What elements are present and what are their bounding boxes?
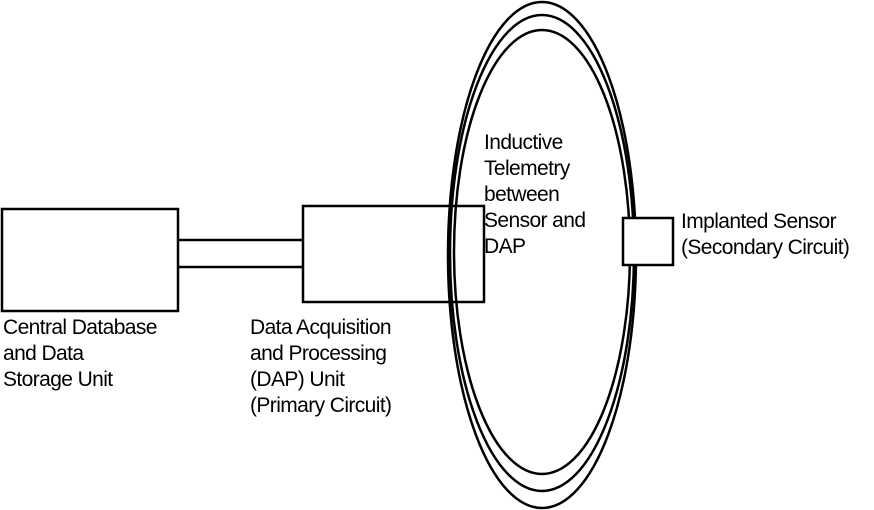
dap-unit-label-line-1: Data Acquisition xyxy=(250,315,391,341)
dap-unit-label-line-2: and Processing xyxy=(250,341,391,367)
central-database-label: Central Database and Data Storage Unit xyxy=(3,315,157,393)
central-database-label-line-3: Storage Unit xyxy=(3,367,157,393)
central-database-box xyxy=(2,209,178,311)
implanted-sensor-label: Implanted Sensor (Secondary Circuit) xyxy=(681,209,849,261)
telemetry-label: Inductive Telemetry between Sensor and D… xyxy=(484,130,585,260)
telemetry-label-line-5: DAP xyxy=(484,234,585,260)
implanted-sensor-box xyxy=(623,218,673,265)
telemetry-label-line-2: Telemetry xyxy=(484,156,585,182)
telemetry-label-line-3: between xyxy=(484,182,585,208)
central-database-label-line-2: and Data xyxy=(3,341,157,367)
telemetry-label-line-4: Sensor and xyxy=(484,208,585,234)
implanted-sensor-label-line-1: Implanted Sensor xyxy=(681,209,849,235)
dap-unit-label-line-4: (Primary Circuit) xyxy=(250,393,391,419)
dap-unit-label-line-3: (DAP) Unit xyxy=(250,367,391,393)
dap-unit-box xyxy=(303,206,484,302)
dap-unit-label: Data Acquisition and Processing (DAP) Un… xyxy=(250,315,391,419)
telemetry-label-line-1: Inductive xyxy=(484,130,585,156)
implanted-sensor-label-line-2: (Secondary Circuit) xyxy=(681,235,849,261)
central-database-label-line-1: Central Database xyxy=(3,315,157,341)
